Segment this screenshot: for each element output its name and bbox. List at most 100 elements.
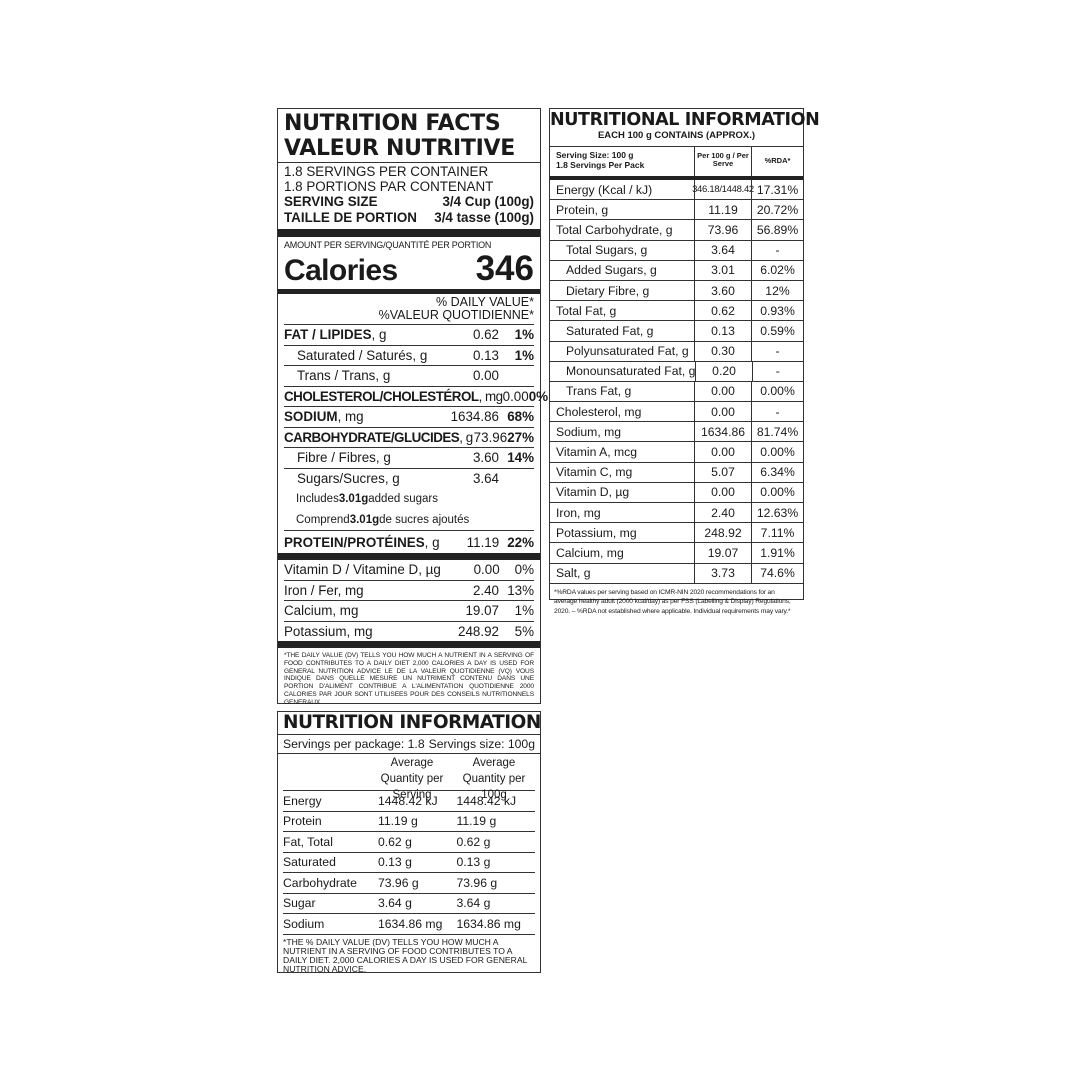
nutrient-rda: 12.63% — [751, 503, 803, 523]
nutrient-qty: 0.00 — [502, 388, 529, 404]
nutrient-row: CHOLESTEROL/CHOLESTÉROL, mg 0.00 0% — [284, 385, 548, 407]
dv-en: % DAILY VALUE* — [436, 295, 534, 309]
nutrient-dv: 14% — [507, 450, 534, 466]
portion-value: 3/4 tasse (100g) — [434, 209, 534, 225]
nutrient-name: Fat, Total — [283, 834, 333, 849]
per-100g-value: 0.62 g — [456, 834, 491, 849]
per-100g-value: 73.96 g — [456, 875, 498, 890]
nutrient-name: Total Fat, g — [556, 303, 617, 318]
nutrient-rda: 56.89% — [751, 220, 803, 240]
servings-fr: 1.8 PORTIONS PAR CONTENANT — [284, 178, 494, 194]
table-header: Serving Size: 100 g 1.8 Servings Per Pac… — [550, 146, 803, 176]
nutrient-dv: 1% — [514, 347, 534, 363]
added-sugars-fr: Comprend 3.01g de sucres ajoutés — [296, 513, 470, 526]
nutrient-value: 0.00 — [694, 442, 751, 462]
servings-en: 1.8 SERVINGS PER CONTAINER — [284, 164, 489, 179]
title-en: NUTRITION FACTS — [284, 111, 501, 136]
serving-size: Serving Size: 100 g — [556, 150, 634, 160]
nutrient-name: FAT / LIPIDES, g — [284, 327, 387, 343]
col-per-serving: Average Quantity per Serving — [380, 757, 444, 801]
nutrient-qty: 19.07 — [465, 603, 499, 619]
per-100g-value: 11.19 g — [456, 814, 497, 829]
nutrient-name: Vitamin C, mg — [556, 465, 633, 480]
thick-divider — [278, 289, 540, 294]
nutrient-dv: 68% — [507, 409, 534, 425]
servings-row: Servings per package: 1.8 Servings size:… — [278, 734, 540, 753]
nutrient-value: 5.07 — [694, 462, 751, 482]
nutrient-name: Protein — [283, 814, 322, 829]
nutrient-table: Average Quantity per Serving Average Qua… — [278, 753, 540, 935]
nutrient-name: Added Sugars, g — [566, 263, 657, 278]
vitamin-row: Vitamin D / Vitamine D, µg 0.00 0% — [284, 560, 534, 580]
nutrient-name: Cholesterol, mg — [556, 404, 642, 419]
nutrient-row: Sugars/Sucres, g 3.64 — [284, 467, 534, 489]
nutrient-value: 0.00 — [694, 482, 751, 502]
nutrient-name: Carbohydrate — [283, 875, 357, 890]
nutrient-dv: 5% — [514, 623, 534, 639]
nutrient-name: Potassium, mg — [284, 623, 373, 639]
nutrient-name: Protein, g — [556, 202, 609, 217]
nutrient-rda: 1.91% — [751, 543, 803, 563]
nutrient-name: CARBOHYDRATE/GLUCIDES, g — [284, 429, 473, 445]
nutrient-rda: - — [751, 240, 803, 260]
nutrient-name: Energy — [283, 793, 322, 808]
portion-label: TAILLE DE PORTION — [284, 209, 417, 225]
nutrient-name: Saturated — [283, 855, 336, 870]
nutrient-name: Salt, g — [556, 566, 591, 581]
nutrient-value: 0.62 — [694, 301, 751, 321]
footnote: *THE % DAILY VALUE (DV) TELLS YOU HOW MU… — [283, 936, 528, 975]
nutrient-name: Fibre / Fibres, g — [297, 450, 391, 466]
nutrient-rda: 20.72% — [751, 200, 803, 220]
nutrient-qty: 73.96 — [473, 429, 508, 445]
table-header: Average Quantity per Serving Average Qua… — [283, 754, 535, 801]
nutrient-rda: 81.74% — [751, 422, 803, 442]
vitamin-row: Calcium, mg 19.07 1% — [284, 600, 534, 621]
nutrient-name: Saturated / Saturés, g — [297, 347, 428, 363]
title-fr: VALEUR NUTRITIVE — [284, 136, 515, 161]
nutrient-qty: 0.62 — [472, 327, 499, 343]
nutrient-row: Fibre / Fibres, g 3.60 14% — [284, 447, 534, 468]
nutrient-name: Sodium, mg — [556, 424, 622, 439]
thick-divider — [278, 229, 540, 237]
nutrient-qty: 11.19 — [466, 534, 500, 550]
nutrient-qty: 3.64 — [472, 470, 499, 486]
nutrient-qty: 1634.86 — [450, 409, 499, 425]
per-serving-value: 1634.86 mg — [377, 916, 443, 931]
nutrient-dv: 0% — [528, 388, 549, 404]
nutrient-rda: 0.00% — [751, 442, 803, 462]
vitamin-row: Iron / Fer, mg 2.40 13% — [284, 579, 534, 601]
nutrient-rda: 74.6% — [751, 563, 803, 583]
per-100g-value: 0.13 g — [456, 855, 491, 870]
nutrient-rda: 17.31% — [751, 180, 803, 200]
thick-divider — [550, 176, 803, 180]
serving-info: Serving Size: 100 g 1.8 Servings Per Pac… — [550, 147, 694, 176]
nutrient-qty: 0.13 — [472, 347, 499, 363]
nutrient-name: Sodium — [283, 916, 325, 931]
nutrient-row: Saturated / Saturés, g 0.13 1% — [284, 344, 534, 366]
serving-size: Servings size: 100g — [428, 737, 535, 751]
nutrient-value: 3.73 — [694, 563, 751, 583]
nutrient-dv: 0% — [514, 562, 534, 578]
nutrient-name: Monounsaturated Fat, g — [566, 364, 696, 379]
nutrient-name: Total Sugars, g — [566, 243, 648, 258]
nutrient-name: Calcium, mg — [556, 545, 624, 560]
per-100g-value: 1448.42 kJ — [456, 793, 517, 808]
nutrient-value: 19.07 — [694, 543, 751, 563]
nutrient-dv: 27% — [507, 429, 534, 445]
nutrient-qty: 248.92 — [458, 623, 499, 639]
col-rda-header: %RDA* — [751, 147, 803, 176]
nutrient-value: 3.01 — [694, 260, 751, 280]
divider — [278, 162, 540, 163]
nutrient-value: 0.00 — [694, 402, 751, 422]
nutrient-name: Trans Fat, g — [566, 384, 632, 399]
nutrient-rda: 7.11% — [751, 523, 803, 543]
nutrient-name: Energy (Kcal / kJ) — [556, 182, 653, 197]
nutrient-dv: 13% — [507, 582, 534, 598]
